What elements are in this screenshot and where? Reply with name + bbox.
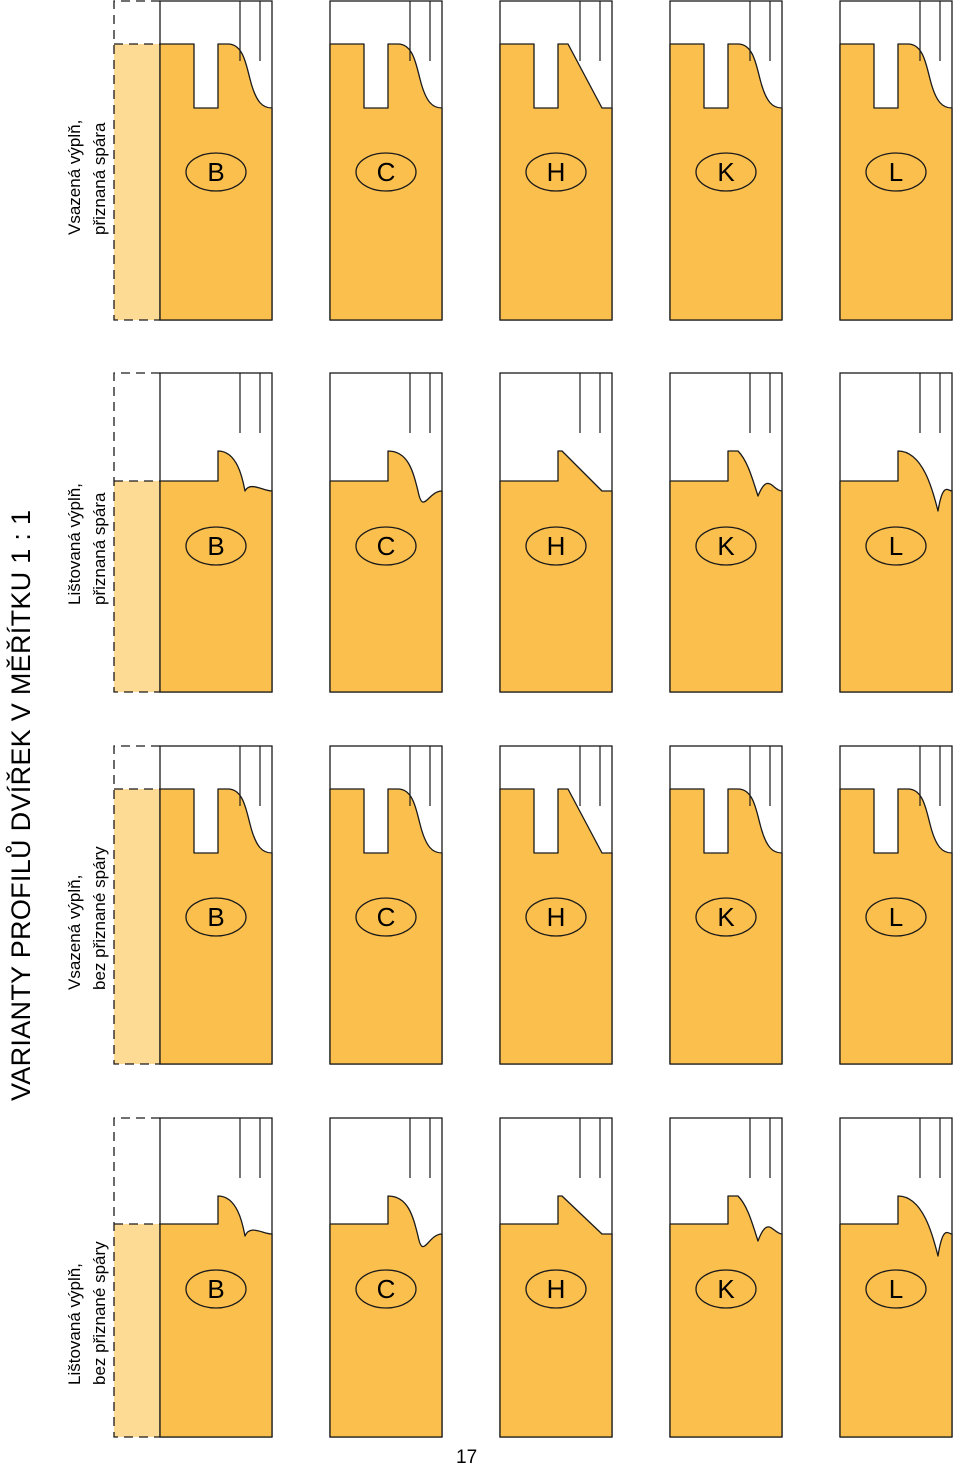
profile-shape xyxy=(839,450,953,693)
profile-H-vsazena-spara: H xyxy=(499,0,613,321)
profile-label-oval xyxy=(525,1269,587,1309)
panel-edge-fill xyxy=(114,1224,160,1437)
profile-code-label: H xyxy=(547,157,566,187)
profile-shape xyxy=(329,1195,443,1438)
profile-shape xyxy=(499,43,613,321)
profile-label-oval xyxy=(185,526,247,566)
profile-C-listovana-bez: C xyxy=(329,1117,443,1438)
profile-H-listovana-bez: H xyxy=(499,1117,613,1438)
profile-code-label: L xyxy=(889,157,903,187)
profile-code-label: H xyxy=(547,1274,566,1304)
door-outline-dashed xyxy=(113,1117,160,1438)
profile-code-label: K xyxy=(717,1274,735,1304)
profile-shape xyxy=(159,788,273,1065)
profile-B-listovana-bez: B xyxy=(159,1117,273,1438)
profile-label-oval xyxy=(865,1269,927,1309)
profile-H-vsazena-bez: H xyxy=(499,745,613,1065)
profile-shape xyxy=(329,788,443,1065)
profile-B-vsazena-spara: B xyxy=(159,0,273,321)
profile-label-oval xyxy=(185,1269,247,1309)
profile-shape xyxy=(329,43,443,321)
profile-code-label: C xyxy=(377,531,396,561)
profile-shape xyxy=(669,788,783,1065)
profile-K-listovana-bez: K xyxy=(669,1117,783,1438)
panel-edge-fill xyxy=(114,44,160,320)
profile-code-label: C xyxy=(377,157,396,187)
profile-shape xyxy=(669,43,783,321)
door-outline-dashed xyxy=(113,372,160,693)
profile-label-oval xyxy=(525,526,587,566)
profile-code-label: K xyxy=(717,157,735,187)
profile-code-label: B xyxy=(207,902,224,932)
profile-H-listovana-spara: H xyxy=(499,372,613,693)
profile-label-oval xyxy=(525,897,587,937)
profile-label-oval xyxy=(355,1269,417,1309)
profile-shape xyxy=(159,450,273,693)
profile-label-oval xyxy=(865,526,927,566)
profile-L-listovana-bez: L xyxy=(839,1117,953,1438)
profile-shape xyxy=(839,788,953,1065)
panel-edge-fill xyxy=(114,789,160,1064)
profile-label-oval xyxy=(355,152,417,192)
profile-shape xyxy=(839,1195,953,1438)
profile-shape xyxy=(669,1195,783,1438)
door-outline-dashed xyxy=(113,745,160,1065)
profile-C-vsazena-bez: C xyxy=(329,745,443,1065)
profile-label-oval xyxy=(185,152,247,192)
profile-code-label: L xyxy=(889,1274,903,1304)
profile-K-listovana-spara: K xyxy=(669,372,783,693)
profile-code-label: C xyxy=(377,1274,396,1304)
profile-code-label: B xyxy=(207,531,224,561)
profile-shape xyxy=(499,1195,613,1438)
profile-L-vsazena-bez: L xyxy=(839,745,953,1065)
profile-code-label: L xyxy=(889,531,903,561)
profile-label-oval xyxy=(185,897,247,937)
profile-code-label: C xyxy=(377,902,396,932)
profile-label-oval xyxy=(695,897,757,937)
profile-K-vsazena-spara: K xyxy=(669,0,783,321)
profile-label-oval xyxy=(865,897,927,937)
profile-shape xyxy=(329,450,443,693)
profile-label-oval xyxy=(695,1269,757,1309)
profile-label-oval xyxy=(355,526,417,566)
profile-shape xyxy=(159,1195,273,1438)
profile-label-oval xyxy=(695,526,757,566)
profile-B-vsazena-bez: B xyxy=(159,745,273,1065)
profile-code-label: H xyxy=(547,531,566,561)
profile-shape xyxy=(839,43,953,321)
profile-L-listovana-spara: L xyxy=(839,372,953,693)
profile-shape xyxy=(159,43,273,321)
panel-edge-fill xyxy=(114,481,160,692)
profile-label-oval xyxy=(355,897,417,937)
profile-code-label: K xyxy=(717,531,735,561)
page-number: 17 xyxy=(456,1447,478,1468)
profile-shape xyxy=(499,788,613,1065)
profile-code-label: B xyxy=(207,157,224,187)
profile-B-listovana-spara: B xyxy=(159,372,273,693)
profile-shape xyxy=(669,450,783,693)
profile-shape xyxy=(499,450,613,693)
profile-C-listovana-spara: C xyxy=(329,372,443,693)
profile-L-vsazena-spara: L xyxy=(839,0,953,321)
profile-label-oval xyxy=(865,152,927,192)
profile-label-oval xyxy=(695,152,757,192)
profile-C-vsazena-spara: C xyxy=(329,0,443,321)
door-outline-dashed xyxy=(113,0,160,321)
profile-code-label: L xyxy=(889,902,903,932)
profile-code-label: K xyxy=(717,902,735,932)
profile-label-oval xyxy=(525,152,587,192)
profile-code-label: B xyxy=(207,1274,224,1304)
profile-K-vsazena-bez: K xyxy=(669,745,783,1065)
profile-code-label: H xyxy=(547,902,566,932)
